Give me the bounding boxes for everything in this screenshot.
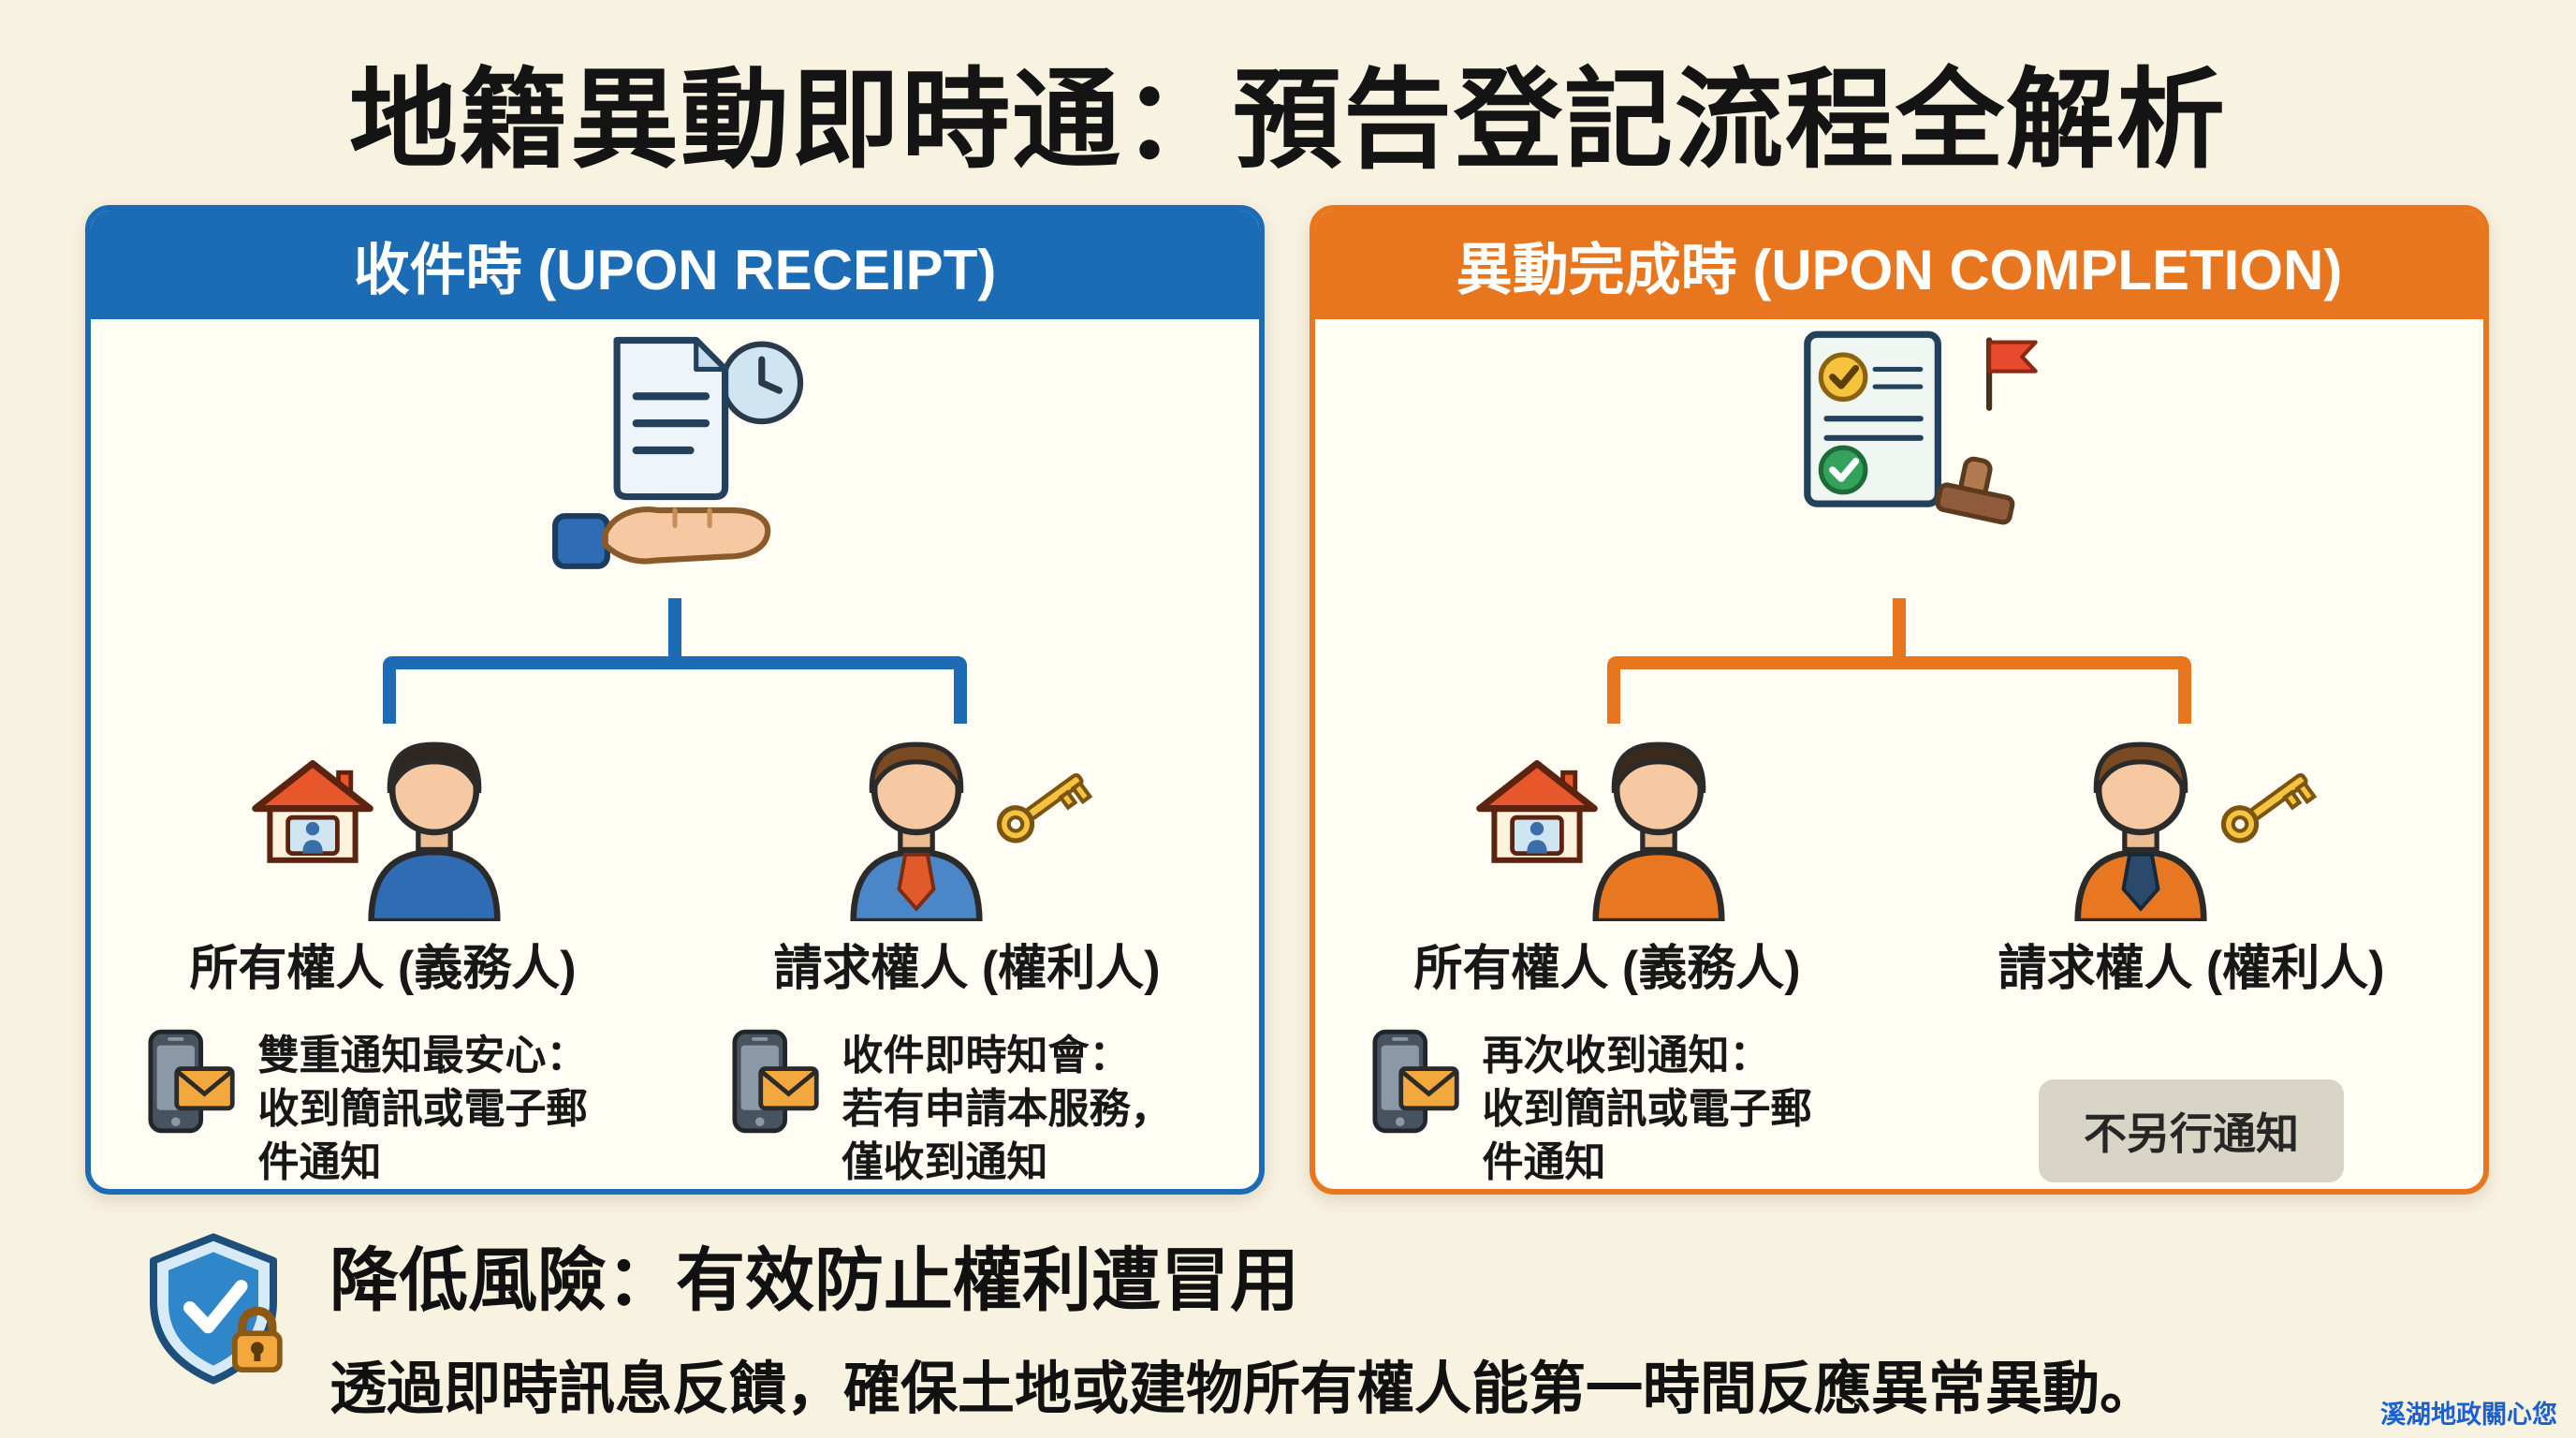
- phone-mail-icon: [732, 1029, 822, 1134]
- connector-stub: [668, 598, 681, 660]
- claimant-person-icon: [836, 736, 997, 921]
- completion-persons-row: 所有權人 (義務人) 再次收到通知： 收到簡訊或電子郵件通知: [1315, 729, 2483, 1189]
- completion-owner-note: 再次收到通知： 收到簡訊或電子郵件通知: [1372, 1029, 1843, 1189]
- panels-row: 收件時 (UPON RECEIPT) 所有權人 (義務人): [85, 205, 2489, 1195]
- completion-claimant-label: 請求權人 (權利人): [1998, 942, 2385, 996]
- owner-person-icon: [1578, 736, 1739, 921]
- completion-panel-body: 所有權人 (義務人) 再次收到通知： 收到簡訊或電子郵件通知: [1315, 319, 2483, 1189]
- completion-claimant-group: 請求權人 (權利人) 不另行通知: [1899, 729, 2483, 1189]
- connector-stub: [1893, 598, 1906, 660]
- completion-owner-label: 所有權人 (義務人): [1413, 942, 1801, 996]
- risk-title: 降低風險：有效防止權利遭冒用: [329, 1241, 1299, 1319]
- receipt-panel-header: 收件時 (UPON RECEIPT): [91, 211, 1259, 319]
- receipt-owner-group: 所有權人 (義務人) 雙重通知最安心： 收到簡訊或電子郵件通知: [91, 729, 675, 1189]
- receipt-owner-note-body: 收到簡訊或電子郵件通知: [257, 1086, 588, 1186]
- connector-branches: [1607, 656, 2191, 724]
- receipt-panel-title: 收件時 (UPON RECEIPT): [353, 238, 997, 301]
- document-hand-clock-icon: [520, 327, 829, 607]
- completion-panel-header: 異動完成時 (UPON COMPLETION): [1315, 211, 2483, 319]
- receipt-persons-row: 所有權人 (義務人) 雙重通知最安心： 收到簡訊或電子郵件通知: [91, 729, 1259, 1189]
- completion-panel-title: 異動完成時 (UPON COMPLETION): [1456, 238, 2343, 301]
- receipt-panel: 收件時 (UPON RECEIPT) 所有權人 (義務人): [85, 205, 1265, 1195]
- footer-risk-section: 降低風險：有效防止權利遭冒用 透過即時訊息反饋，確保土地或建物所有權人能第一時間…: [139, 1225, 2157, 1425]
- receipt-panel-body: 所有權人 (義務人) 雙重通知最安心： 收到簡訊或電子郵件通知: [91, 319, 1259, 1189]
- completion-owner-note-body: 收到簡訊或電子郵件通知: [1482, 1086, 1812, 1186]
- receipt-claimant-note-text: 收件即時知會： 若有申請本服務，僅收到通知: [842, 1029, 1203, 1189]
- receipt-owner-note: 雙重通知最安心： 收到簡訊或電子郵件通知: [148, 1029, 619, 1189]
- receipt-claimant-note-title: 收件即時知會：: [842, 1033, 1131, 1078]
- connector-branches: [383, 656, 967, 724]
- receipt-claimant-cluster: [836, 729, 1098, 921]
- page-title: 地籍異動即時通：預告登記流程全解析: [349, 59, 2227, 181]
- shield-lock-icon: [139, 1228, 288, 1389]
- no-notice-badge: 不另行通知: [2039, 1079, 2344, 1182]
- receipt-claimant-label: 請求權人 (權利人): [773, 942, 1161, 996]
- completion-owner-note-title: 再次收到通知：: [1482, 1033, 1771, 1078]
- receipt-owner-cluster: [251, 729, 515, 921]
- phone-mail-icon: [148, 1029, 238, 1134]
- phone-mail-icon: [1372, 1029, 1462, 1134]
- receipt-claimant-group: 請求權人 (權利人) 收件即時知會： 若有申請本服務，僅收到通知: [675, 729, 1259, 1189]
- agency-signature: 溪湖地政關心您: [2380, 1401, 2557, 1429]
- receipt-owner-note-title: 雙重通知最安心：: [257, 1033, 588, 1078]
- document-stamp-flag-icon: [1754, 327, 2044, 593]
- key-icon: [2203, 748, 2330, 862]
- owner-person-icon: [354, 736, 515, 921]
- completion-panel: 異動完成時 (UPON COMPLETION) 所有權人 (義務人): [1310, 205, 2489, 1195]
- receipt-owner-label: 所有權人 (義務人): [189, 942, 577, 996]
- completion-owner-group: 所有權人 (義務人) 再次收到通知： 收到簡訊或電子郵件通知: [1315, 729, 1899, 1189]
- receipt-claimant-note-body: 若有申請本服務，僅收到通知: [842, 1086, 1172, 1186]
- receipt-owner-note-text: 雙重通知最安心： 收到簡訊或電子郵件通知: [257, 1029, 619, 1189]
- completion-owner-note-text: 再次收到通知： 收到簡訊或電子郵件通知: [1482, 1029, 1843, 1189]
- risk-body: 透過即時訊息反饋，確保土地或建物所有權人能第一時間反應異常異動。: [329, 1357, 2158, 1420]
- completion-owner-cluster: [1475, 729, 1739, 921]
- receipt-claimant-note: 收件即時知會： 若有申請本服務，僅收到通知: [732, 1029, 1203, 1189]
- claimant-person-icon: [2060, 736, 2221, 921]
- completion-claimant-cluster: [2060, 729, 2322, 921]
- key-icon: [979, 748, 1105, 862]
- footer-text: 降低風險：有效防止權利遭冒用 透過即時訊息反饋，確保土地或建物所有權人能第一時間…: [329, 1225, 2157, 1425]
